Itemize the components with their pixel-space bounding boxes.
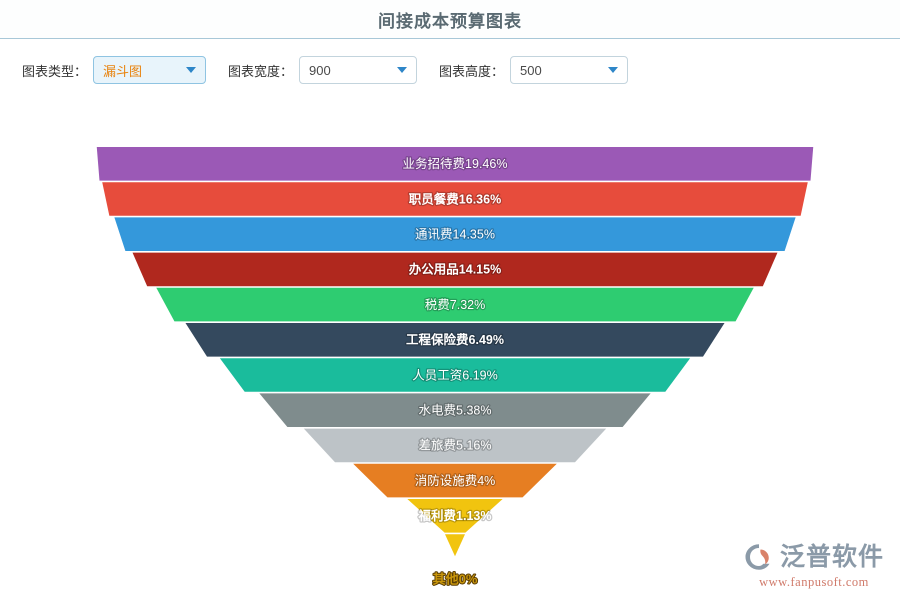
chart-width-value: 900 xyxy=(309,62,331,78)
chart-type-value: 漏斗图 xyxy=(103,63,143,79)
funnel-chart[interactable]: 业务招待费19.46% 职员餐费16.36% 通讯费14.35% 办公用品14.15%… xyxy=(0,101,900,601)
funnel-segment-label: 福利费1.13% xyxy=(418,508,492,523)
funnel-segment[interactable] xyxy=(303,428,607,463)
funnel-tip xyxy=(445,534,465,557)
funnel-segment[interactable] xyxy=(407,499,503,533)
chart-width-field: 图表宽度： 900 xyxy=(228,56,418,84)
chart-height-field: 图表高度： 500 xyxy=(439,56,629,84)
funnel-segment-label: 消防设施费4% xyxy=(415,473,496,488)
funnel-segment-label: 办公用品14.15% xyxy=(409,262,501,277)
chart-width-label: 图表宽度： xyxy=(228,63,294,79)
funnel-segment[interactable] xyxy=(259,393,651,427)
funnel-segment[interactable] xyxy=(353,463,557,498)
funnel-chart-area: 业务招待费19.46% 职员餐费16.36% 通讯费14.35% 办公用品14.15%… xyxy=(0,101,900,601)
chart-type-field: 图表类型： 漏斗图 xyxy=(22,56,207,84)
funnel-labels: 业务招待费19.46% 职员餐费16.36% 通讯费14.35% 办公用品14.15%… xyxy=(401,155,508,588)
funnel-segment[interactable] xyxy=(114,217,796,251)
chevron-down-icon xyxy=(397,67,408,73)
funnel-segment-label: 人员工资6.19% xyxy=(412,368,497,382)
funnel-segment-label: 职员餐费16.36% xyxy=(409,191,501,206)
chart-height-value: 500 xyxy=(520,62,542,78)
page-header: 间接成本预算图表 xyxy=(0,0,900,39)
funnel-segment-label: 税费7.32% xyxy=(425,298,485,312)
chevron-down-icon xyxy=(186,67,197,73)
chart-type-select[interactable]: 漏斗图 xyxy=(93,56,207,84)
chevron-down-icon xyxy=(608,67,619,73)
funnel-segment[interactable] xyxy=(185,323,725,357)
funnel-segment[interactable] xyxy=(132,252,778,287)
page-title: 间接成本预算图表 xyxy=(378,11,522,31)
funnel-zero-label: 其他0% xyxy=(433,572,478,587)
chart-height-select[interactable]: 500 xyxy=(510,56,629,84)
chart-options-toolbar: 图表类型： 漏斗图 图表宽度： 900 图表高度： 500 xyxy=(0,39,900,101)
funnel-segment-label: 水电费5.38% xyxy=(419,403,492,417)
chart-height-label: 图表高度： xyxy=(439,63,505,79)
funnel-segment[interactable] xyxy=(96,147,814,181)
funnel-segment-label: 通讯费14.35% xyxy=(415,227,495,241)
funnel-segment[interactable] xyxy=(219,358,691,392)
funnel-segment-label: 业务招待费19.46% xyxy=(403,156,508,171)
funnel-segment-label: 差旅费5.16% xyxy=(419,439,492,453)
chart-width-select[interactable]: 900 xyxy=(299,56,418,84)
funnel-segment[interactable] xyxy=(102,182,808,216)
funnel-segment[interactable] xyxy=(156,287,754,322)
funnel-segments xyxy=(96,147,814,557)
funnel-segment-label: 工程保险费6.49% xyxy=(406,332,504,347)
chart-type-label: 图表类型： xyxy=(22,63,88,79)
